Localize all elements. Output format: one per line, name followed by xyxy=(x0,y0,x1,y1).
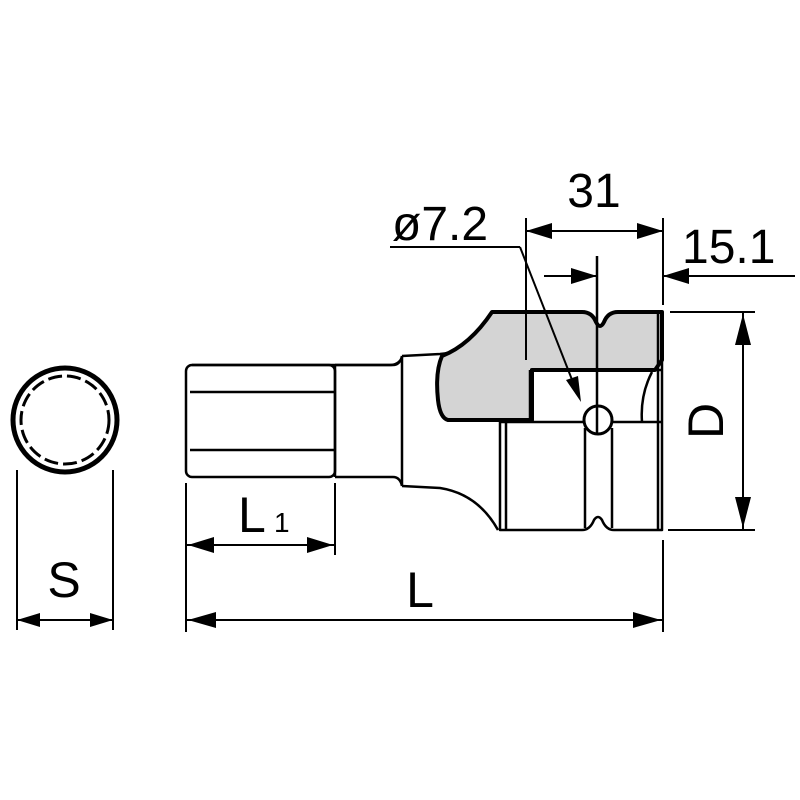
end-view-outer-circle xyxy=(10,365,120,475)
arrow-left-icon xyxy=(17,613,40,627)
arrow-left-icon xyxy=(663,268,689,284)
dimension-31: 31 xyxy=(525,165,664,360)
diameter-leader: ø7.2 xyxy=(390,198,581,402)
arrow-left-icon xyxy=(188,612,216,628)
arrow-right-icon xyxy=(637,223,663,239)
label-l1-sub: 1 xyxy=(274,507,290,538)
label-s: S xyxy=(47,552,80,608)
label-l: L xyxy=(406,562,434,618)
arrow-up-icon xyxy=(735,314,751,345)
label-31: 31 xyxy=(567,165,620,218)
end-view-inner-circle xyxy=(19,374,111,466)
dimension-L1: L 1 xyxy=(185,483,336,632)
arrow-right-icon xyxy=(307,537,333,553)
label-15-1: 15.1 xyxy=(682,221,775,274)
arrow-right-icon xyxy=(633,612,661,628)
end-view: S xyxy=(10,365,120,630)
label-diameter: ø7.2 xyxy=(392,198,488,251)
shaded-section xyxy=(435,310,664,422)
arrow-left-icon xyxy=(188,537,214,553)
label-d: D xyxy=(678,403,734,439)
socket-head xyxy=(435,256,664,532)
label-l1-main: L xyxy=(238,487,266,543)
dimension-D: D xyxy=(668,311,755,531)
arrow-left-icon xyxy=(526,223,552,239)
hex-tip-outline xyxy=(184,363,337,479)
dimension-L: L xyxy=(186,540,664,632)
dimension-15-1: 15.1 xyxy=(544,221,795,284)
arrow-right-icon xyxy=(571,268,597,284)
hex-shank xyxy=(184,311,500,531)
arrow-right-icon xyxy=(90,613,113,627)
leader-arrow-icon xyxy=(566,376,581,402)
arrow-down-icon xyxy=(735,497,751,528)
